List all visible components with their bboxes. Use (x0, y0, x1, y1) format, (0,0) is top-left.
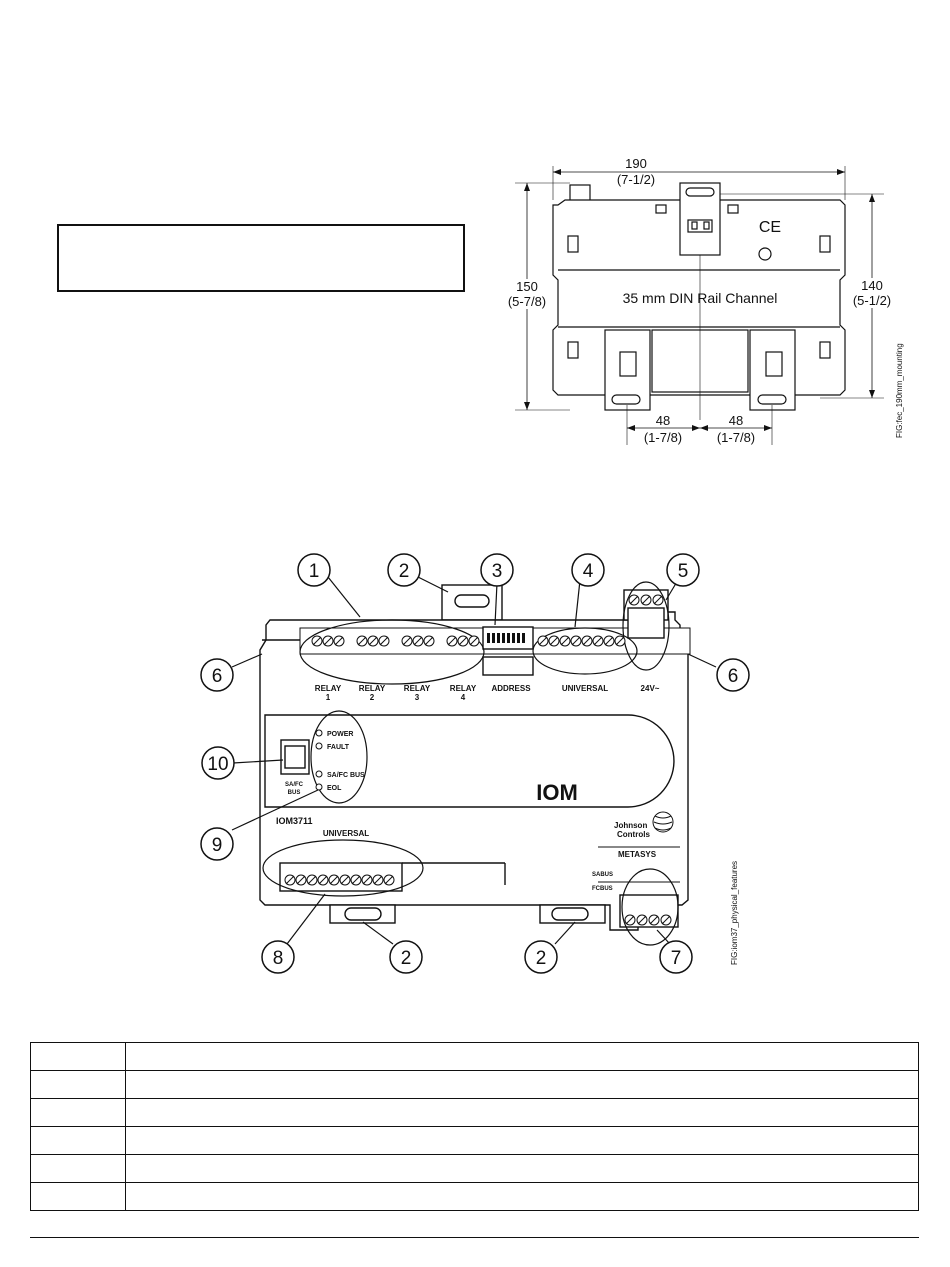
fcbus-label: FCBUS (592, 886, 613, 892)
relay-3-number: 3 (415, 693, 420, 702)
universal-bottom-label: UNIVERSAL (323, 829, 369, 838)
callout-8: 8 (273, 948, 284, 969)
table-cell (30, 1070, 126, 1099)
callout-2-top: 2 (399, 561, 410, 582)
led-fault-label: FAULT (327, 744, 350, 751)
callout-5: 5 (678, 561, 689, 582)
width-mm: 190 (625, 156, 647, 171)
metasys-label: METASYS (618, 850, 657, 859)
channel-label: 35 mm DIN Rail Channel (623, 290, 778, 306)
rail-in: (5-1/2) (853, 293, 891, 308)
callout-9: 9 (212, 835, 223, 856)
callout-3: 3 (492, 561, 503, 582)
callout-2-bottom-right: 2 (536, 948, 547, 969)
callout-10: 10 (207, 754, 228, 775)
brand-controls: Controls (617, 830, 650, 839)
address-label: ADDRESS (491, 684, 531, 693)
physical-features-diagram: 1 2 3 4 5 6 6 10 9 8 2 2 7 RELAY 1 RELAY… (200, 553, 750, 974)
empty-callout-box (57, 224, 465, 292)
mounting-dimensions-diagram: 190 (7-1/2) 150 (5-7/8) 140 (5-1/2) 35 m… (505, 156, 904, 445)
led-eol-label: EOL (327, 785, 342, 792)
callout-4: 4 (583, 561, 594, 582)
fig-id-top: FIG:fec_190mm_mounting (895, 343, 904, 438)
port-label-2: BUS (288, 790, 301, 796)
table-cell (30, 1182, 126, 1211)
table-cell (30, 1126, 126, 1155)
table-row (30, 1070, 919, 1099)
sabus-label: SABUS (592, 872, 613, 878)
table-row (30, 1154, 919, 1183)
table-row (30, 1182, 919, 1211)
table-row (30, 1126, 919, 1155)
height-in: (5-7/8) (508, 294, 546, 309)
right-spacing-mm: 48 (729, 413, 743, 428)
table-cell (125, 1126, 919, 1155)
relay-3-label: RELAY (404, 684, 431, 693)
led-safc-label: SA/FC BUS (327, 772, 365, 779)
table-cell (30, 1154, 126, 1183)
relay-1-number: 1 (326, 693, 331, 702)
table-cell (125, 1182, 919, 1211)
left-spacing-in: (1-7/8) (644, 430, 682, 445)
universal-top-label: UNIVERSAL (562, 684, 608, 693)
table-cell (125, 1154, 919, 1183)
relay-1-label: RELAY (315, 684, 342, 693)
relay-2-label: RELAY (359, 684, 386, 693)
brand-johnson: Johnson (614, 821, 647, 830)
callout-6-right: 6 (728, 666, 739, 687)
table-cell (30, 1098, 126, 1127)
callout-2-bottom-left: 2 (401, 948, 412, 969)
callout-6-left: 6 (212, 666, 223, 687)
table-cell (125, 1098, 919, 1127)
height-mm: 150 (516, 279, 538, 294)
rail-mm: 140 (861, 278, 883, 293)
led-power-label: POWER (327, 731, 353, 738)
relay-4-label: RELAY (450, 684, 477, 693)
table-row (30, 1098, 919, 1127)
ce-mark: CE (759, 219, 781, 236)
fig-id-bottom: FIG:iom37_physical_features (730, 861, 739, 965)
table-cell (125, 1070, 919, 1099)
callout-7: 7 (671, 948, 682, 969)
relay-2-number: 2 (370, 693, 375, 702)
table-row (30, 1042, 919, 1071)
model-label: IOM3711 (276, 816, 313, 826)
page-footer-rule (30, 1237, 919, 1238)
right-spacing-in: (1-7/8) (717, 430, 755, 445)
table-cell (125, 1042, 919, 1071)
width-in: (7-1/2) (617, 172, 655, 187)
left-spacing-mm: 48 (656, 413, 670, 428)
brand-big-label: IOM (536, 780, 578, 805)
power-terminal-label: 24V~ (641, 684, 660, 693)
relay-4-number: 4 (461, 693, 466, 702)
port-label: SA/FC (285, 782, 304, 788)
table-cell (30, 1042, 126, 1071)
features-table (30, 1042, 919, 1211)
callout-1: 1 (309, 561, 320, 582)
